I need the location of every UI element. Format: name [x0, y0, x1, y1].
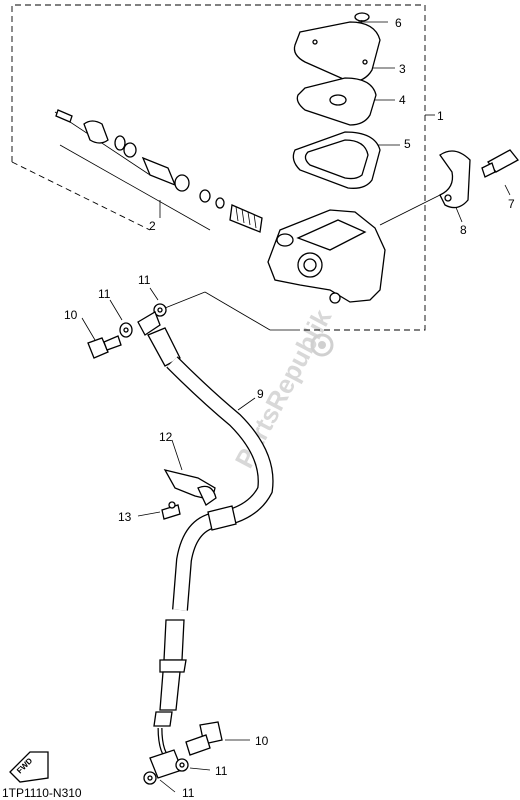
part-11-washer-upper-a	[119, 322, 133, 338]
part-12-hose-guide	[163, 469, 217, 506]
callout-10-lower: 10	[255, 734, 269, 748]
part-5-gasket	[292, 131, 381, 189]
callout-11-upper-right: 11	[138, 273, 151, 287]
assembly-boundary	[11, 4, 426, 331]
part-4-diaphragm-plate	[296, 77, 377, 126]
callout-11-upper-left: 11	[98, 287, 111, 301]
assembly-boundary-lower	[11, 161, 151, 231]
callout-4: 4	[399, 93, 406, 107]
callout-5: 5	[404, 137, 411, 151]
part-10-union-bolt-upper	[87, 335, 122, 359]
part-1-master-cylinder-body	[267, 209, 386, 304]
callout-12: 12	[159, 430, 173, 444]
callout-6: 6	[395, 16, 402, 30]
callout-11-lower-left: 11	[182, 786, 195, 800]
part-11-washer-upper-b	[153, 303, 167, 317]
part-9-brake-hose	[137, 311, 274, 779]
callout-7: 7	[508, 197, 515, 211]
callout-13: 13	[118, 510, 132, 524]
watermark: PartsRepublik	[229, 304, 338, 473]
part-11-washer-lower-a	[175, 758, 189, 772]
callout-11-lower-right: 11	[215, 764, 228, 778]
callout-1: 1	[437, 109, 444, 123]
leader-lines	[54, 21, 511, 793]
part-8-clamp	[439, 150, 471, 209]
part-3-reservoir-cap	[293, 21, 381, 83]
fwd-arrow-icon: FWD	[9, 751, 49, 783]
callout-10-upper: 10	[64, 308, 78, 322]
part-10-union-bolt-lower	[185, 721, 223, 756]
diagram-code: 1TP1110-N310	[2, 786, 82, 800]
callout-2: 2	[149, 219, 156, 233]
part-13-screw	[161, 501, 181, 520]
part-2-piston-kit	[55, 109, 263, 233]
callout-3: 3	[399, 62, 406, 76]
callout-9: 9	[257, 387, 264, 401]
callouts: 6 3 4 1 5 7 8 2 11 11 10 9 12 13 10 11 1…	[64, 16, 515, 800]
callout-8: 8	[460, 223, 467, 237]
part-7-bolt	[481, 149, 519, 178]
watermark-text: PartsRepublik	[229, 304, 338, 473]
watermark-gear-icon	[310, 333, 334, 357]
part-11-washer-lower-b	[143, 771, 157, 785]
